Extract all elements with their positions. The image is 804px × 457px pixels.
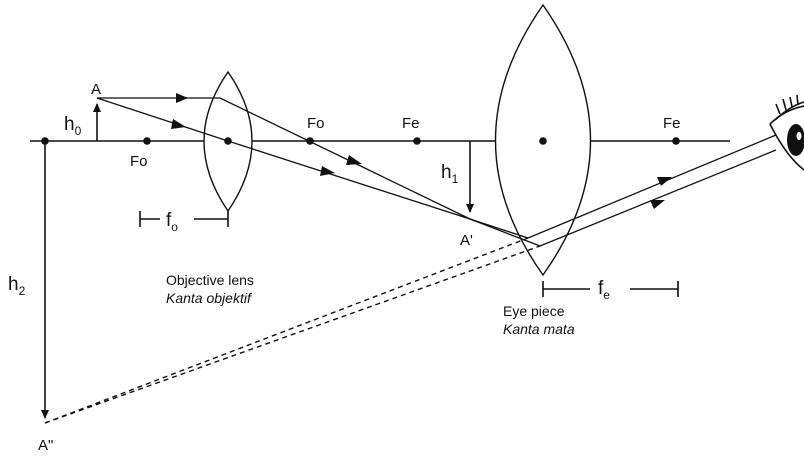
- label-final-image-point: A": [38, 437, 53, 454]
- eye-icon: [769, 94, 804, 171]
- light-rays: [96, 93, 777, 247]
- objective-centre-point: [224, 137, 232, 145]
- final-image-axis-point: [41, 137, 49, 145]
- label-h0: h0: [64, 114, 82, 138]
- ray-emergent-upper: [527, 134, 777, 239]
- label-image-point: A': [460, 232, 473, 249]
- label-fo-right: Fo: [307, 115, 325, 132]
- ray-parallel: [97, 97, 471, 220]
- caption-eyepiece-en: Eye piece: [503, 303, 565, 319]
- label-h2: h2: [8, 274, 26, 298]
- virtual-ray-1: [44, 237, 529, 424]
- ray-arrow: [171, 119, 186, 129]
- label-fe-left: Fe: [402, 115, 420, 132]
- caption-eyepiece-id: Kanta mata: [503, 321, 575, 337]
- eyepiece-centre-point: [539, 137, 547, 145]
- focal-point-fe-left: [413, 137, 421, 145]
- ray-eyepiece-2: [469, 218, 529, 239]
- ray-emergent-lower: [539, 149, 777, 247]
- focal-point-fe-right: [672, 137, 680, 145]
- label-h1: h1: [441, 162, 459, 186]
- label-fo-left: Fo: [130, 153, 148, 170]
- caption-objective-en: Objective lens: [166, 272, 254, 288]
- label-focal-objective: fo: [166, 210, 178, 234]
- label-focal-eyepiece: fe: [598, 278, 610, 302]
- focal-point-fo-right: [306, 137, 314, 145]
- focal-length-eyepiece: [542, 281, 679, 297]
- ray-arrow: [176, 93, 188, 103]
- ray-arrow: [320, 166, 335, 176]
- label-fe-right: Fe: [663, 115, 681, 132]
- ray-arrow: [650, 200, 665, 209]
- virtual-ray-2: [44, 245, 541, 424]
- focal-point-fo-left: [143, 137, 151, 145]
- ray-arrow: [657, 177, 672, 186]
- caption-objective-id: Kanta objektif: [166, 290, 253, 306]
- focal-length-objective: [139, 211, 229, 227]
- label-object-point: A: [91, 81, 101, 98]
- ray-arrow: [346, 155, 362, 165]
